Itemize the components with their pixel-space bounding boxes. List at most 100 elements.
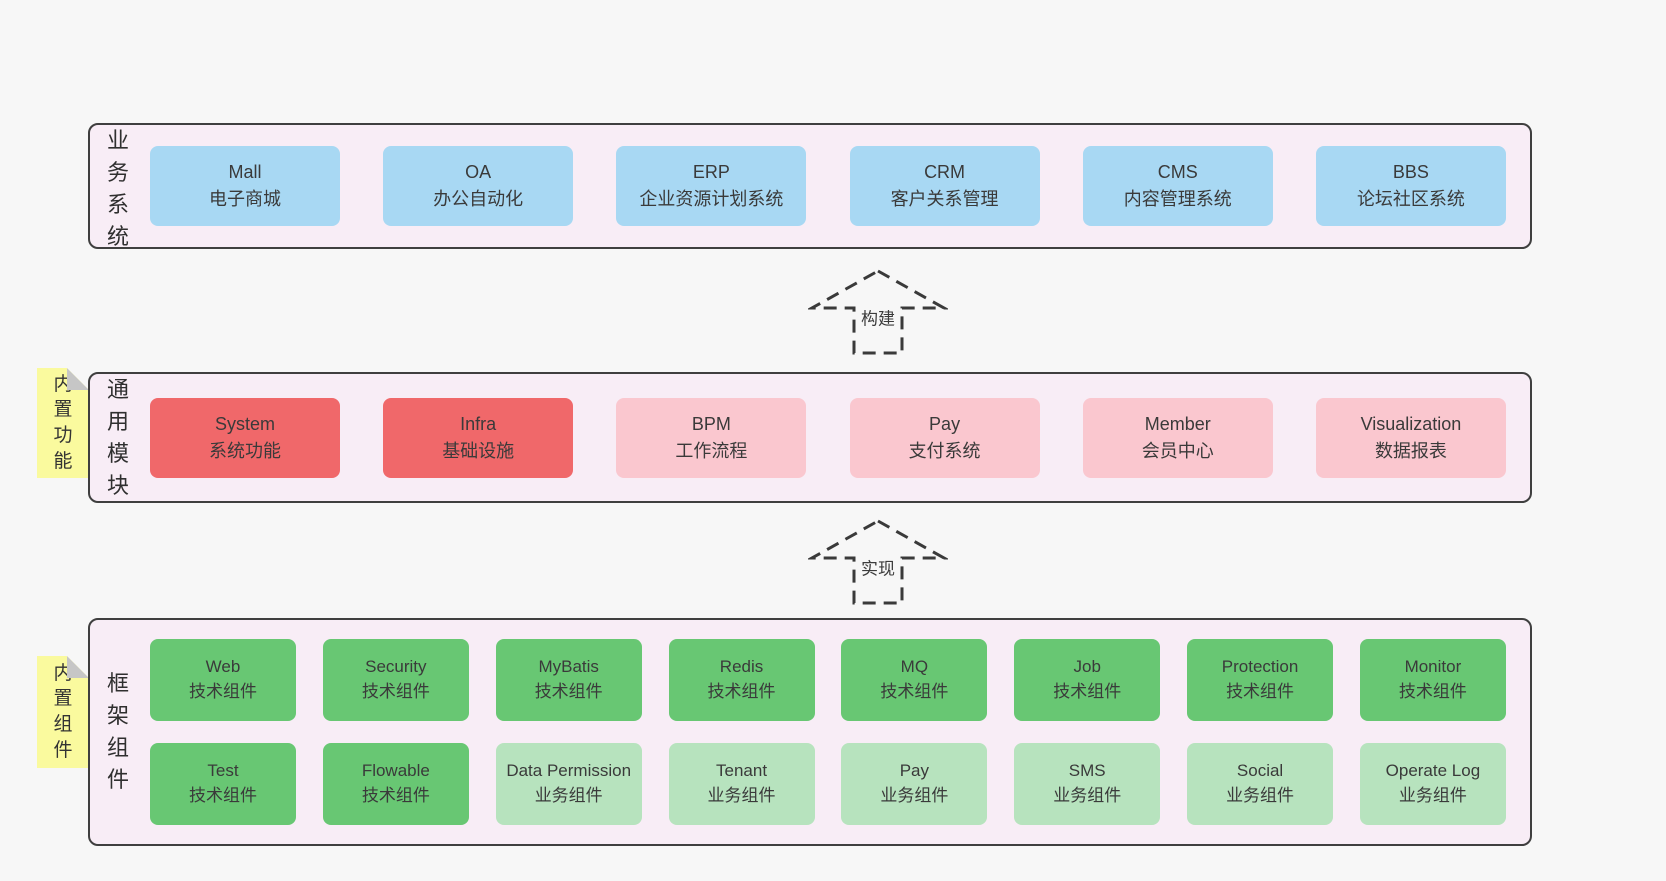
box-subtitle: 业务组件 bbox=[880, 786, 949, 805]
box-title: Flowable bbox=[361, 761, 430, 781]
components-panel-label: 框架组件 bbox=[106, 671, 129, 792]
box-social: Social 业务组件 bbox=[1187, 743, 1334, 825]
box-pay: Pay 业务组件 bbox=[841, 743, 988, 825]
box-subtitle: 支付系统 bbox=[908, 440, 981, 461]
implement-arrow-label: 实现 bbox=[856, 551, 900, 583]
box-subtitle: 技术组件 bbox=[361, 786, 430, 805]
box-oa: OA 办公自动化 bbox=[383, 146, 574, 226]
box-redis: Redis 技术组件 bbox=[668, 639, 815, 721]
box-title: Monitor bbox=[1404, 657, 1462, 677]
box-subtitle: 会员中心 bbox=[1141, 440, 1214, 461]
box-erp: ERP 企业资源计划系统 bbox=[616, 146, 807, 226]
modules-boxes-row: System 系统功能 Infra 基础设施 BPM 工作流程 Pay 支付系统 Member 会… bbox=[130, 374, 1530, 501]
built-in-features-note: 内置功能 bbox=[37, 368, 89, 478]
box-subtitle: 办公自动化 bbox=[433, 189, 524, 209]
box-mall: Mall 电子商城 bbox=[150, 146, 340, 226]
box-title: Infra bbox=[460, 413, 497, 434]
box-flowable: Flowable 技术组件 bbox=[322, 743, 469, 825]
box-title: CRM bbox=[924, 162, 966, 182]
box-subtitle: 技术组件 bbox=[1398, 682, 1467, 701]
box-subtitle: 内容管理系统 bbox=[1123, 189, 1232, 209]
box-infra: Infra 基础设施 bbox=[383, 397, 574, 478]
box-subtitle: 企业资源计划系统 bbox=[639, 189, 784, 209]
box-subtitle: 客户关系管理 bbox=[890, 189, 999, 209]
box-system: System 系统功能 bbox=[150, 397, 340, 478]
box-title: Protection bbox=[1221, 657, 1299, 677]
box-title: Web bbox=[205, 657, 241, 677]
box-title: Mall bbox=[228, 162, 262, 182]
box-title: BBS bbox=[1392, 162, 1429, 182]
box-bbs: BBS 论坛社区系统 bbox=[1315, 146, 1506, 226]
box-bpm: BPM 工作流程 bbox=[616, 397, 807, 478]
box-mybatis: MyBatis 技术组件 bbox=[495, 639, 642, 721]
box-subtitle: 工作流程 bbox=[675, 440, 748, 461]
build-arrow-label: 构建 bbox=[856, 301, 900, 333]
box-subtitle: 论坛社区系统 bbox=[1356, 189, 1465, 209]
box-title: Redis bbox=[719, 657, 764, 677]
business-systems-panel: 业务系统 Mall 电子商城 OA 办公自动化 ERP 企业资源计划系统 CRM 客户关系管理… bbox=[88, 123, 1532, 249]
box-subtitle: 技术组件 bbox=[361, 682, 430, 701]
box-pay: Pay 支付系统 bbox=[849, 397, 1040, 478]
box-subtitle: 业务组件 bbox=[1226, 786, 1295, 805]
box-crm: CRM 客户关系管理 bbox=[849, 146, 1040, 226]
box-subtitle: 技术组件 bbox=[534, 682, 603, 701]
box-subtitle: 技术组件 bbox=[1053, 682, 1122, 701]
box-monitor: Monitor 技术组件 bbox=[1359, 639, 1506, 721]
box-title: Social bbox=[1236, 761, 1284, 781]
box-title: Visualization bbox=[1360, 413, 1462, 434]
box-subtitle: 电子商城 bbox=[209, 189, 281, 209]
box-title: Test bbox=[207, 761, 239, 781]
box-subtitle: 技术组件 bbox=[189, 786, 257, 805]
box-title: OA bbox=[465, 162, 492, 182]
box-title: ERP bbox=[692, 162, 730, 182]
box-protection: Protection 技术组件 bbox=[1187, 639, 1334, 721]
box-subtitle: 技术组件 bbox=[1226, 682, 1295, 701]
box-visualization: Visualization 数据报表 bbox=[1315, 397, 1506, 478]
box-cms: CMS 内容管理系统 bbox=[1082, 146, 1273, 226]
box-title: Operate Log bbox=[1385, 761, 1481, 781]
box-subtitle: 基础设施 bbox=[442, 440, 515, 461]
box-subtitle: 业务组件 bbox=[534, 786, 603, 805]
common-modules-panel: 通用模块 System 系统功能 Infra 基础设施 BPM 工作流程 Pay 支付系统 Me… bbox=[88, 372, 1532, 503]
box-operate-log: Operate Log 业务组件 bbox=[1359, 743, 1506, 825]
box-subtitle: 数据报表 bbox=[1374, 440, 1447, 461]
box-subtitle: 系统功能 bbox=[209, 440, 281, 461]
box-title: MQ bbox=[900, 657, 929, 677]
note-fold-corner-icon bbox=[67, 656, 89, 678]
box-title: Data Permission bbox=[506, 761, 632, 781]
box-subtitle: 业务组件 bbox=[1398, 786, 1467, 805]
box-data-permission: Data Permission 业务组件 bbox=[495, 743, 642, 825]
note-fold-corner-icon bbox=[67, 368, 89, 390]
box-title: Pay bbox=[929, 413, 961, 434]
box-title: System bbox=[214, 413, 275, 434]
box-subtitle: 技术组件 bbox=[880, 682, 949, 701]
box-subtitle: 技术组件 bbox=[707, 682, 776, 701]
built-in-components-note: 内置组件 bbox=[37, 656, 89, 768]
business-boxes-row: Mall 电子商城 OA 办公自动化 ERP 企业资源计划系统 CRM 客户关系管理 CMS 内容… bbox=[130, 125, 1530, 247]
built-in-components-note-label: 内置组件 bbox=[53, 662, 73, 761]
box-title: BPM bbox=[691, 413, 731, 434]
box-title: MyBatis bbox=[538, 657, 599, 677]
box-subtitle: 业务组件 bbox=[1053, 786, 1122, 805]
box-security: Security 技术组件 bbox=[322, 639, 469, 721]
box-mq: MQ 技术组件 bbox=[841, 639, 988, 721]
box-title: Tenant bbox=[716, 761, 768, 781]
box-title: Security bbox=[365, 657, 427, 677]
business-panel-label: 业务系统 bbox=[106, 128, 129, 249]
implement-arrow: 实现 bbox=[808, 518, 948, 606]
box-test: Test 技术组件 bbox=[150, 743, 296, 825]
build-arrow: 构建 bbox=[808, 268, 948, 356]
box-title: Member bbox=[1144, 413, 1211, 434]
box-title: Pay bbox=[899, 761, 930, 781]
modules-panel-label: 通用模块 bbox=[106, 377, 129, 498]
box-title: CMS bbox=[1157, 162, 1198, 182]
box-subtitle: 业务组件 bbox=[707, 786, 776, 805]
box-tenant: Tenant 业务组件 bbox=[668, 743, 815, 825]
